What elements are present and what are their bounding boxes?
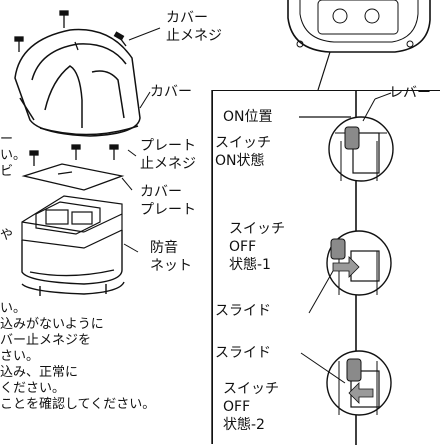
slide-left-arrow-icon xyxy=(348,382,374,404)
blower-mechanism xyxy=(21,195,123,249)
left-fragment: い。 xyxy=(0,148,27,163)
state-off2-label-1: スイッチ xyxy=(223,381,279,397)
on-position-label: ON位置 xyxy=(223,109,273,125)
cover-plate-label-1: カバー xyxy=(140,184,182,200)
lever-label: レバー xyxy=(389,85,431,101)
device-top-view xyxy=(287,0,431,91)
slide-label-2: スライド xyxy=(215,345,271,361)
state-off1-label-2: OFF xyxy=(229,239,257,255)
cover-screw-label-2: 止メネジ xyxy=(166,28,222,44)
plate-screw-label-2: 止メネジ xyxy=(140,156,196,172)
instruction-line: い。 xyxy=(0,301,27,316)
left-fragment: ー xyxy=(0,132,14,147)
cover-label: カバー xyxy=(150,84,192,100)
slide-right-arrow-icon xyxy=(332,256,360,278)
left-fragment: や xyxy=(0,228,14,243)
state-on-label-1: スイッチ xyxy=(215,135,271,151)
cover-plate xyxy=(21,163,125,191)
switch-on-detail xyxy=(328,116,394,182)
state-off2-label-3: 状態-2 xyxy=(223,417,265,433)
lever-icon xyxy=(330,238,346,260)
cover-screws xyxy=(14,10,127,52)
lever-icon xyxy=(344,126,360,150)
state-off1-label-1: スイッチ xyxy=(229,221,285,237)
soundproof-label-1: 防音 xyxy=(150,240,178,256)
plate-screw-label-1: プレート xyxy=(140,138,196,154)
lever-icon xyxy=(346,358,362,382)
state-on-label-2: ON状態 xyxy=(215,153,265,169)
instruction-line: バー止メネジを xyxy=(0,333,92,348)
state-off1-label-3: 状態-1 xyxy=(229,257,271,273)
left-fragment: ビ xyxy=(0,164,14,179)
slide-label-1: スライド xyxy=(215,303,271,319)
state-off2-label-2: OFF xyxy=(223,399,251,415)
instruction-line: ください。 xyxy=(0,381,66,396)
instruction-line: 込みがないように xyxy=(0,317,104,332)
instruction-line: 込み、正常に xyxy=(0,365,79,380)
instruction-line: ことを確認してください。 xyxy=(0,397,156,412)
cover-plate-label-2: プレート xyxy=(140,202,196,218)
switch-detail-svg xyxy=(299,91,394,445)
switch-off2-detail xyxy=(326,350,392,416)
switch-detail-panel: ON位置 レバー スイッチ ON状態 スイッチ OFF 状態-1 スライド スラ… xyxy=(212,85,440,445)
cover-shell xyxy=(14,28,141,137)
switch-off1-detail xyxy=(326,230,392,296)
plate-screws xyxy=(29,144,119,166)
instruction-line: さい。 xyxy=(0,349,40,364)
base-box xyxy=(21,230,125,296)
soundproof-label-2: ネット xyxy=(150,258,192,274)
instruction-text: い。 込みがないように バー止メネジを さい。 込み、正常に ください。 ことを… xyxy=(0,300,212,444)
cover-screw-label-1: カバー xyxy=(166,10,208,26)
